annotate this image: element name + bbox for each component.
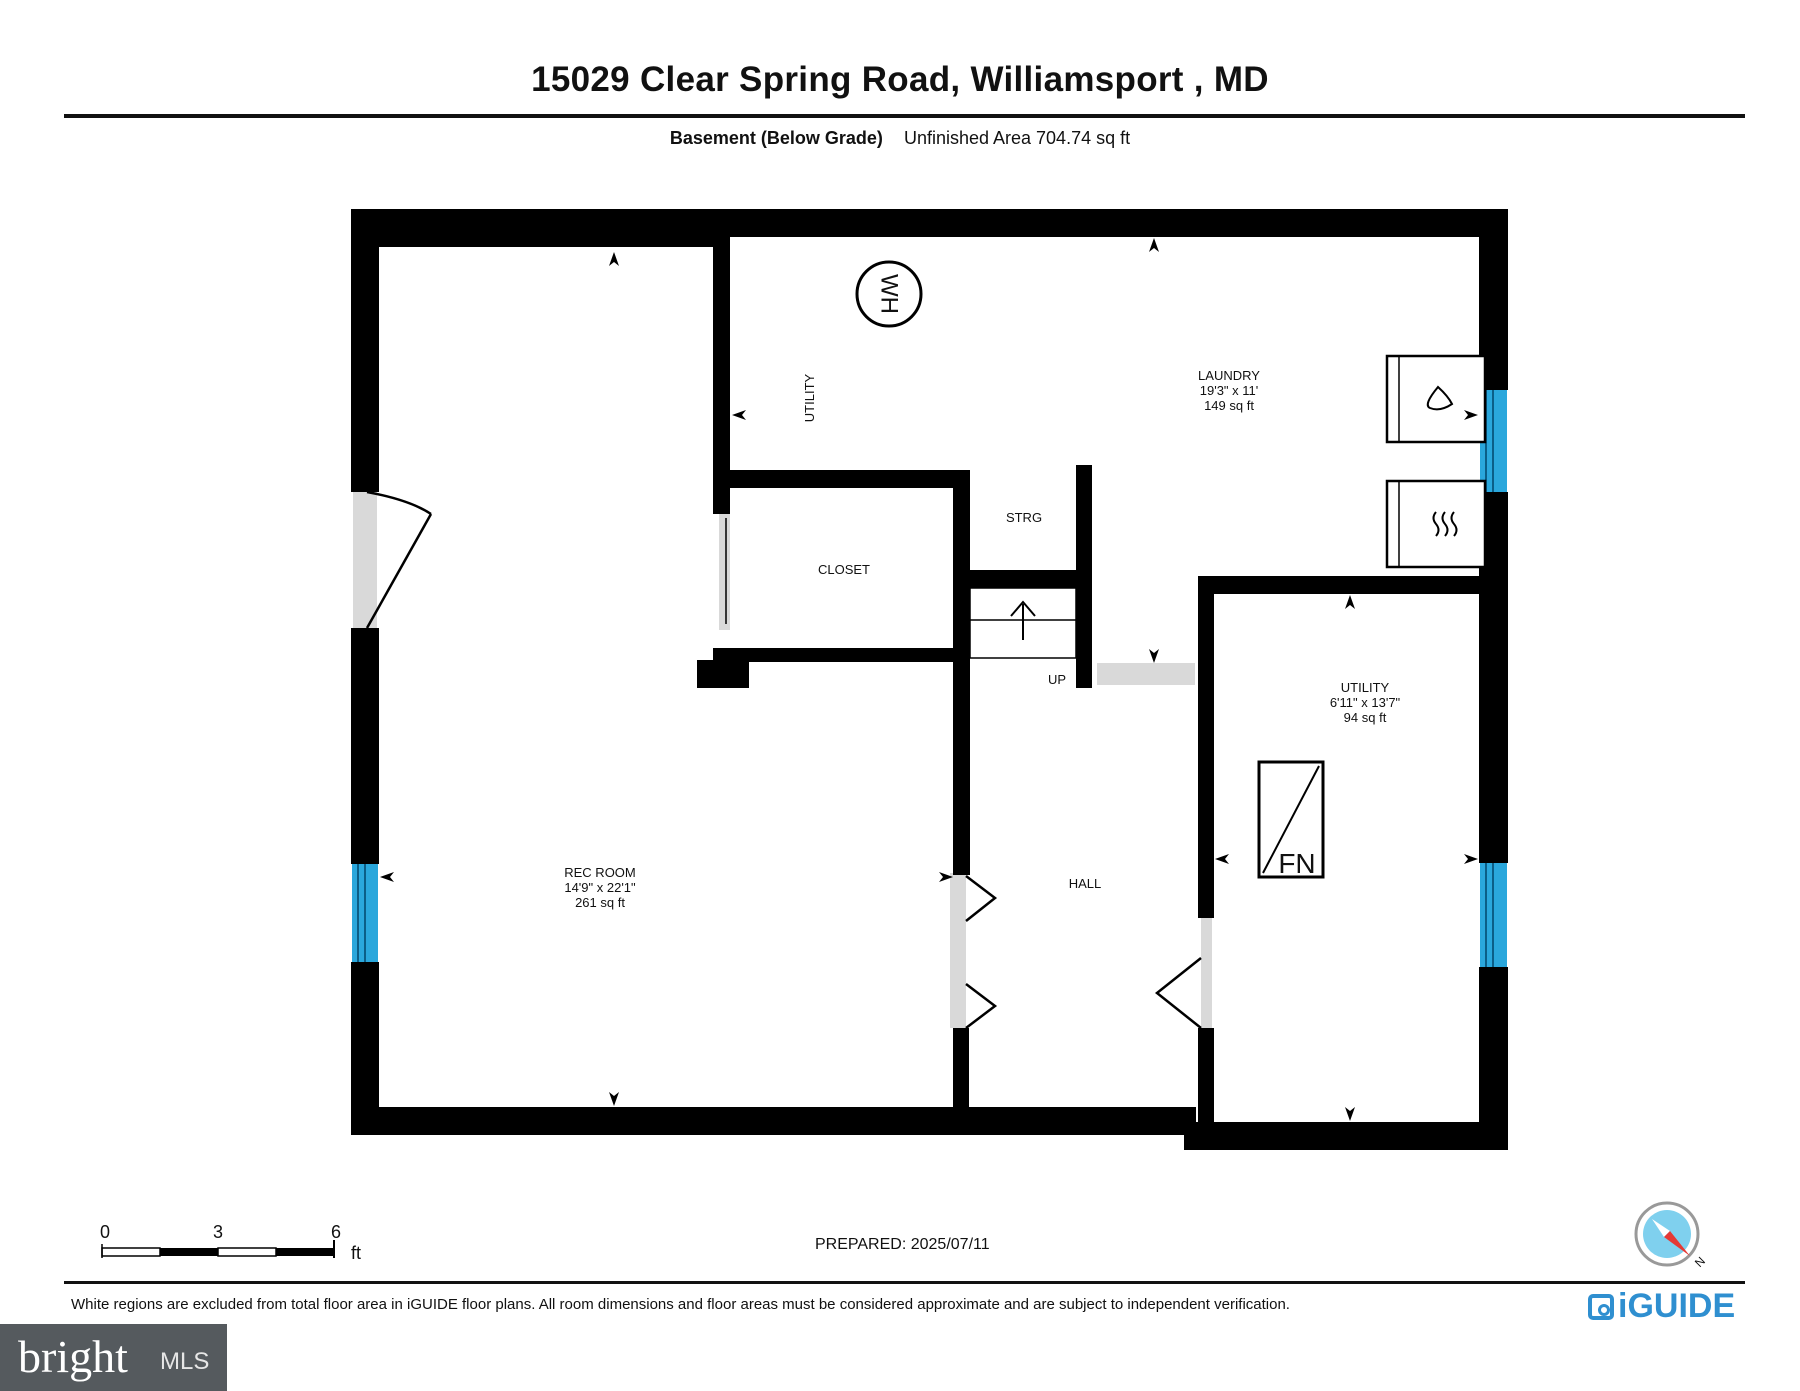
wall-south: [351, 1107, 1196, 1135]
wall-south-utility: [1184, 1122, 1508, 1150]
stairs: [969, 587, 1077, 659]
door-leaf-west: [365, 513, 433, 629]
brand-name: iGUIDE: [1618, 1287, 1736, 1325]
scale-tick-6: 6: [331, 1222, 341, 1242]
footer-divider: [64, 1281, 1745, 1284]
room-area-utility: 94 sq ft: [1344, 710, 1387, 725]
wall-west-mid: [351, 628, 379, 864]
room-name-closet: CLOSET: [818, 562, 870, 577]
room-dims-utility: 6'11" x 13'7": [1330, 695, 1401, 710]
walls: [351, 209, 1508, 1150]
door-arc-west: [366, 490, 432, 516]
iguide-logo: iGUIDE: [1588, 1287, 1735, 1326]
wall-laundry-west: [713, 237, 730, 514]
door-utility-swing: [1154, 957, 1202, 1029]
water-drop-icon: [1426, 385, 1454, 411]
furnace-label: FN: [1278, 848, 1315, 879]
wall-corner-block: [697, 660, 749, 688]
water-heater-label: WH: [876, 274, 903, 314]
watermark-suffix: MLS: [160, 1348, 210, 1375]
door-opening-west: [353, 492, 377, 628]
wall-utility-west-lower: [1198, 1028, 1214, 1122]
watermark-word: bright: [18, 1331, 128, 1382]
door-bifold-upper: [965, 875, 998, 922]
stairs-up-label: UP: [1048, 672, 1066, 687]
prepared-date: PREPARED: 2025/07/11: [815, 1236, 990, 1253]
camera-icon: [1588, 1294, 1614, 1320]
dimension-markers: [380, 238, 1478, 1121]
wall-closet-east: [953, 470, 970, 875]
door-opening-laundry-hall: [1097, 663, 1195, 685]
scale-unit: ft: [351, 1243, 361, 1263]
room-labels: LAUNDRY 19'3" x 11' 149 sq ft UTILITY 6'…: [564, 368, 1400, 910]
wall-closet-bottom: [713, 648, 970, 662]
wall-utility-top: [1198, 576, 1489, 594]
wall-strg-east: [1076, 465, 1092, 688]
room-name-laundry: LAUNDRY: [1198, 368, 1260, 383]
door-opening-closet: [719, 514, 730, 630]
wall-west-lower: [351, 962, 379, 1134]
floor-summary: Basement (Below Grade) Unfinished Area 7…: [0, 128, 1800, 149]
header-divider: [64, 114, 1745, 118]
room-dims-rec-room: 14'9" x 22'1": [564, 880, 636, 895]
room-area-laundry: 149 sq ft: [1204, 398, 1254, 413]
wall-west-upper: [351, 209, 379, 492]
wall-hall-west-lower: [953, 1028, 969, 1118]
scale-tick-0: 0: [100, 1222, 110, 1242]
door-opening-utility: [1201, 918, 1212, 1028]
wall-closet-top: [713, 470, 970, 488]
room-dims-laundry: 19'3" x 11': [1200, 383, 1259, 398]
room-name-utility: UTILITY: [1341, 680, 1390, 695]
compass-north-label: N: [1692, 1254, 1708, 1270]
room-name-rec-room: REC ROOM: [564, 865, 636, 880]
room-name-hall: HALL: [1069, 876, 1102, 891]
wall-east-lower: [1479, 967, 1508, 1150]
scale-bar: 0 3 6 ft: [100, 1222, 361, 1263]
door-opening-rec-hall: [950, 873, 966, 1028]
floor-area: Unfinished Area 704.74 sq ft: [903, 128, 1131, 148]
scale-tick-3: 3: [213, 1222, 223, 1242]
door-bifold-lower: [965, 983, 998, 1029]
wall-utility-west: [1198, 576, 1214, 918]
heat-waves-icon: [1432, 511, 1458, 537]
wall-north: [351, 209, 1508, 237]
floor-name: Basement (Below Grade): [669, 128, 883, 148]
room-name-utility-left: UTILITY: [802, 373, 817, 422]
washer: [1385, 354, 1487, 444]
compass-icon: N: [1634, 1201, 1708, 1270]
wall-rec-top: [379, 237, 714, 247]
furnace-icon: [1257, 760, 1325, 879]
property-address: 15029 Clear Spring Road, Williamsport , …: [531, 60, 1269, 99]
disclaimer-text: White regions are excluded from total fl…: [71, 1296, 1290, 1313]
door-openings: [353, 492, 1212, 1028]
appliances: WH FN: [855, 260, 1487, 879]
water-heater-icon: [855, 260, 923, 328]
wall-strg-bottom: [966, 570, 1090, 588]
bright-mls-watermark: bright MLS: [0, 1324, 227, 1391]
door-swings: [365, 490, 1202, 1029]
room-name-storage: STRG: [1006, 510, 1042, 525]
room-area-rec-room: 261 sq ft: [575, 895, 625, 910]
